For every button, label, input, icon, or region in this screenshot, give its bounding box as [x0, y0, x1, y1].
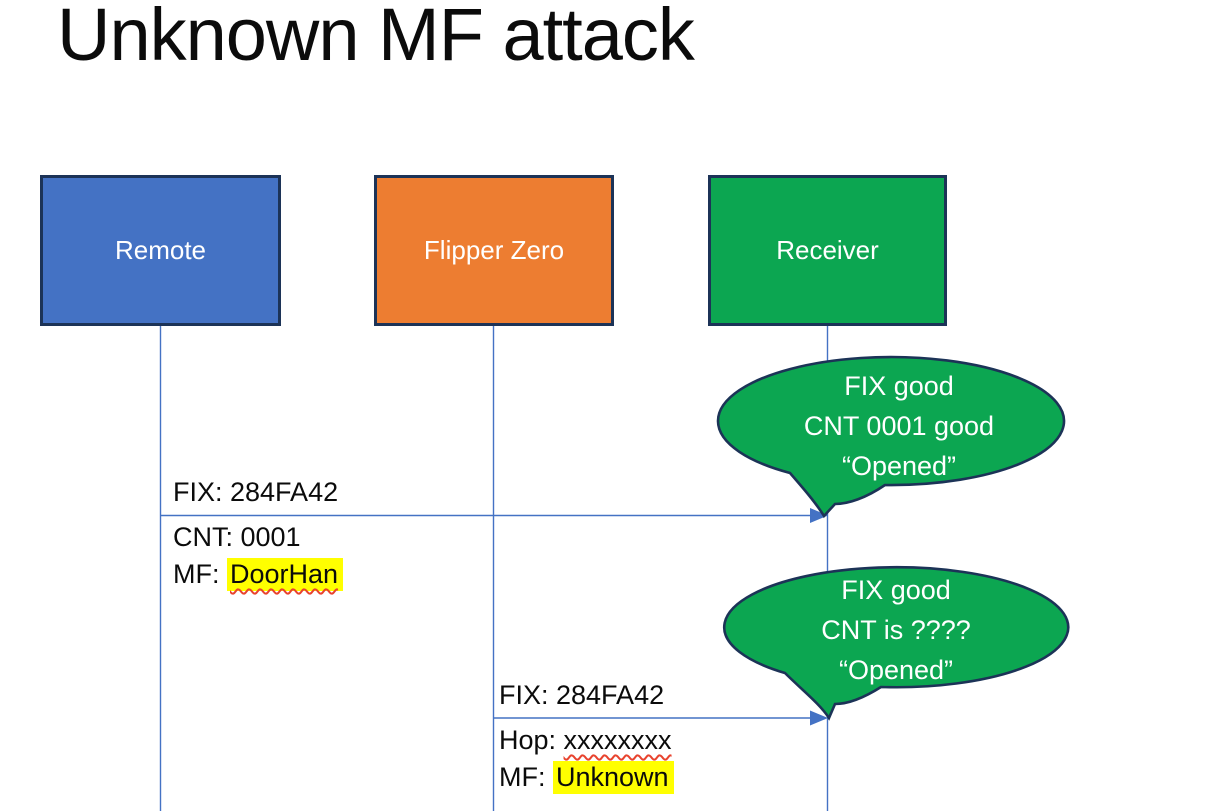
message-2-mf-prefix: MF: — [499, 762, 553, 792]
message-1-cnt-text: CNT: 0001 — [173, 522, 301, 552]
message-2-mf-line: MF: Unknown — [499, 759, 674, 796]
slide-title: Unknown MF attack — [57, 0, 695, 76]
message-2-arrowhead-icon — [810, 710, 828, 726]
actor-box-flipper-zero: Flipper Zero — [374, 175, 614, 326]
callout-bubble-2 — [722, 565, 1070, 721]
callout-2-line-3: “Opened” — [838, 655, 954, 685]
message-1-mf-value-highlighted: DoorHan — [227, 558, 344, 591]
callout-2-line-2: CNT is ???? — [821, 615, 971, 645]
message-1-label-below: CNT: 0001 MF: DoorHan — [173, 519, 344, 593]
message-1-mf-line: MF: DoorHan — [173, 556, 344, 593]
callout-1-line-1: FIX good — [844, 371, 954, 401]
message-2-label-above: FIX: 284FA42 — [499, 680, 664, 710]
message-1-arrowhead-icon — [810, 508, 828, 523]
callout-2-line-1: FIX good — [841, 575, 951, 605]
message-1-fix-text: FIX: 284FA42 — [173, 477, 339, 507]
callout-1-line-2: CNT 0001 good — [803, 411, 995, 441]
message-2-label-below: Hop: xxxxxxxx MF: Unknown — [499, 722, 674, 796]
message-2-hop-value: xxxxxxxx — [563, 725, 672, 755]
message-2-mf-value-highlighted: Unknown — [553, 761, 674, 794]
callout-1-text: FIX good CNT 0001 good “Opened” — [726, 366, 1072, 486]
callout-1-line-3: “Opened” — [841, 451, 957, 481]
actor-box-receiver: Receiver — [708, 175, 947, 326]
message-1-label-above: FIX: 284FA42 — [173, 477, 338, 507]
actor-box-remote: Remote — [40, 175, 281, 326]
message-2-hop-prefix: Hop: — [499, 725, 564, 755]
message-2-hop-line: Hop: xxxxxxxx — [499, 722, 674, 759]
actor-label-receiver: Receiver — [776, 235, 879, 265]
actor-label-flipper-zero: Flipper Zero — [423, 235, 565, 265]
callout-bubble-1 — [716, 355, 1066, 519]
message-2-fix-text: FIX: 284FA42 — [499, 680, 665, 710]
actor-label-remote: Remote — [114, 235, 207, 265]
callout-2-text: FIX good CNT is ???? “Opened” — [722, 570, 1070, 690]
message-1-mf-prefix: MF: — [173, 559, 227, 589]
